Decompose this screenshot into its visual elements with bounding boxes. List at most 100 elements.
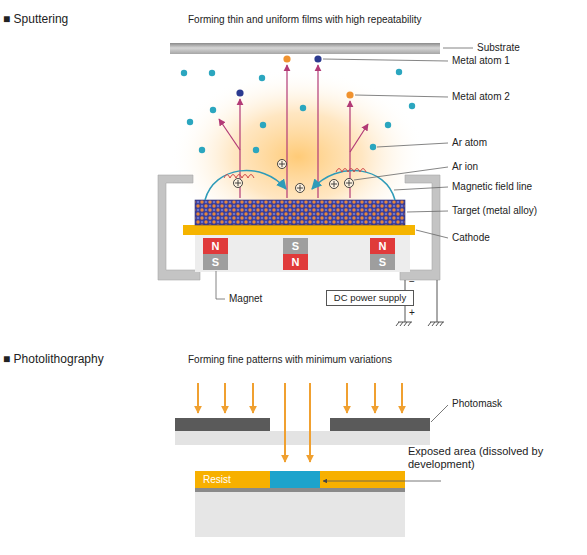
node-text: S bbox=[292, 240, 299, 252]
section-heading: ■ Photolithography bbox=[3, 352, 104, 366]
node-text: N bbox=[292, 256, 300, 268]
power-wiring bbox=[437, 280, 438, 322]
leader-lines bbox=[355, 95, 448, 97]
ar-atom-dots bbox=[396, 69, 402, 75]
node-text: Resist bbox=[203, 474, 231, 485]
ar-atom-dots bbox=[259, 75, 265, 81]
light-arrows bbox=[224, 383, 226, 413]
wafer-stack bbox=[195, 488, 405, 492]
node-text: S bbox=[379, 256, 386, 268]
cathode-plate bbox=[183, 225, 415, 235]
plasma-glow bbox=[170, 60, 426, 236]
light-arrows bbox=[252, 383, 254, 413]
leader-lines bbox=[407, 211, 448, 212]
metal-atom-dots bbox=[236, 89, 243, 96]
leader-lines bbox=[323, 481, 441, 482]
section-heading: ■ Sputtering bbox=[3, 12, 68, 26]
node-text: N bbox=[212, 240, 220, 252]
metal-atom-dots bbox=[283, 55, 290, 62]
part-label: Substrate bbox=[477, 42, 520, 54]
target-alloy bbox=[195, 200, 405, 225]
light-arrows bbox=[197, 383, 199, 413]
light-arrows bbox=[309, 383, 311, 462]
light-arrows bbox=[374, 383, 376, 413]
substrate-plate bbox=[170, 43, 440, 54]
power-wiring bbox=[405, 280, 406, 290]
ar-atom-dots bbox=[209, 70, 215, 76]
part-label: Exposed area (dissolved by development) bbox=[408, 445, 580, 471]
sputter-paths bbox=[350, 124, 368, 152]
electron-coil bbox=[224, 169, 366, 179]
light-arrows bbox=[285, 383, 310, 462]
sputter-paths bbox=[317, 65, 318, 198]
wafer-stack bbox=[270, 471, 320, 488]
sputter-paths bbox=[286, 65, 287, 198]
polarity-sign: − bbox=[409, 276, 415, 288]
power-wiring bbox=[405, 306, 406, 322]
ar-atom-dots bbox=[300, 105, 306, 111]
part-label: Ar ion bbox=[452, 161, 478, 173]
part-label: Ar atom bbox=[452, 137, 487, 149]
leader-lines bbox=[416, 230, 448, 238]
electron-coil bbox=[336, 169, 366, 173]
leader-lines bbox=[394, 187, 448, 190]
section-subtitle: Forming thin and uniform films with high… bbox=[188, 14, 421, 26]
part-label: Magnetic field line bbox=[452, 181, 532, 193]
ar-ion-symbols bbox=[234, 160, 354, 193]
ar-ion-symbols bbox=[235, 161, 352, 191]
leader-lines bbox=[431, 405, 448, 422]
power-wiring bbox=[398, 322, 412, 323]
magnet-pole: S bbox=[203, 254, 228, 270]
light-arrows bbox=[346, 383, 348, 413]
ar-atom-dots bbox=[253, 147, 259, 153]
part-label: Target (metal alloy) bbox=[452, 205, 537, 217]
power-wiring bbox=[430, 322, 444, 323]
magnet-pole: N bbox=[370, 238, 395, 254]
photomask bbox=[175, 418, 430, 445]
magnetic-field-lines bbox=[205, 170, 286, 200]
magnet-pole: S bbox=[370, 254, 395, 270]
chamber-wall bbox=[158, 175, 440, 280]
photomask bbox=[330, 418, 430, 431]
magnetic-field-lines bbox=[312, 170, 395, 200]
photomask bbox=[175, 418, 270, 431]
magnet-pole: S bbox=[283, 238, 308, 254]
part-label: Metal atom 2 bbox=[452, 91, 510, 103]
leader-lines bbox=[354, 167, 448, 180]
ar-atom-dots bbox=[370, 144, 376, 150]
leader-lines bbox=[377, 143, 448, 147]
power-wiring bbox=[428, 322, 443, 326]
metal-atom-dots bbox=[346, 91, 353, 98]
metal-atom-dots bbox=[236, 55, 353, 98]
resist-layer: Resist bbox=[195, 471, 270, 488]
leader-lines bbox=[443, 48, 473, 49]
node-text: S bbox=[212, 256, 219, 268]
part-label: Magnet bbox=[229, 293, 262, 305]
sputter-paths bbox=[219, 65, 368, 198]
leader-lines bbox=[216, 271, 225, 299]
section-subtitle: Forming fine patterns with minimum varia… bbox=[188, 354, 392, 366]
substrate-plate bbox=[170, 43, 440, 54]
polarity-sign: + bbox=[409, 307, 415, 319]
ar-atom-dots bbox=[210, 107, 216, 113]
light-arrows bbox=[198, 383, 402, 413]
leader-lines bbox=[216, 48, 473, 299]
part-label: Cathode bbox=[452, 232, 490, 244]
electron-coil bbox=[224, 175, 254, 179]
plasma-glow bbox=[170, 60, 426, 236]
wafer-stack bbox=[195, 471, 405, 488]
ar-atom-dots bbox=[181, 70, 187, 76]
magnet-housing bbox=[195, 232, 410, 272]
ar-atom-dots bbox=[260, 122, 266, 128]
photomask bbox=[175, 431, 430, 445]
ar-atom-dots bbox=[199, 147, 205, 153]
magnet-pole: N bbox=[283, 254, 308, 270]
leader-lines bbox=[323, 59, 448, 61]
part-label: Metal atom 1 bbox=[452, 55, 510, 67]
ar-atom-dots bbox=[385, 122, 391, 128]
light-arrows bbox=[284, 383, 286, 462]
power-wiring bbox=[396, 322, 411, 326]
magnet-housing bbox=[195, 232, 410, 272]
